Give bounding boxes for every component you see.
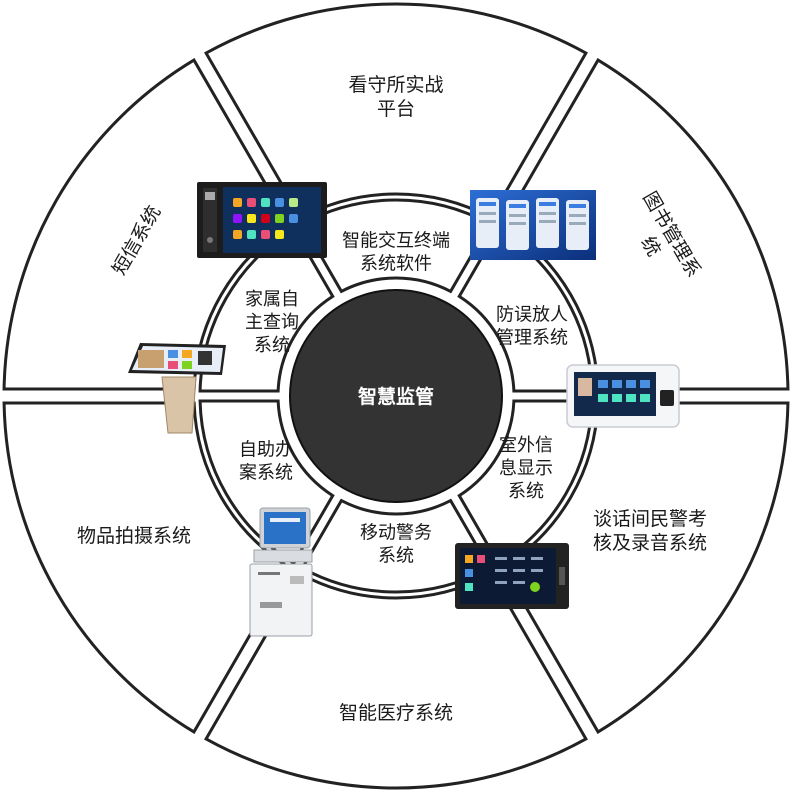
query-kiosk-image	[126, 341, 230, 435]
tablet-terminal-image	[566, 364, 680, 428]
outer-label-medical: 智能医疗系统	[339, 702, 453, 724]
mobile-app-screens-image	[470, 190, 596, 260]
outer-label-photo: 物品拍摄系统	[77, 525, 191, 547]
control-panel-image	[455, 543, 569, 609]
wall-terminal-image	[197, 182, 327, 258]
self-service-kiosk-image	[246, 506, 316, 638]
inner-label-family: 家属自主查询系统	[245, 289, 299, 356]
center-label: 智慧监管	[358, 385, 434, 408]
